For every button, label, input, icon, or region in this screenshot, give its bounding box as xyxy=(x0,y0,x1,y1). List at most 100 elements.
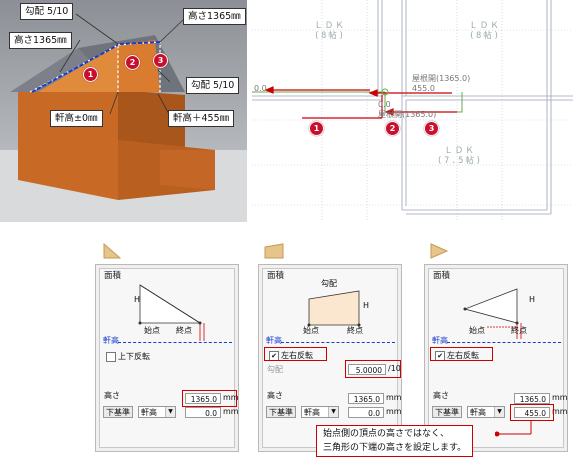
plan-roof-label-1: 屋根開(1365.0) xyxy=(412,74,471,83)
render-badge-3: 3 xyxy=(153,53,168,68)
height-input[interactable]: 1365.0 xyxy=(185,393,221,404)
flip-highlight xyxy=(264,347,327,361)
offset-input[interactable]: 0.0 xyxy=(348,407,384,418)
slope-unit: /10 xyxy=(388,364,401,373)
flip-highlight xyxy=(430,347,493,361)
room-name: ＬＤＫ xyxy=(469,21,501,31)
diagram-h: H xyxy=(363,301,370,310)
base-combo[interactable]: 軒高 ▼ xyxy=(301,406,339,418)
room-label-top-right: ＬＤＫ (8帖) xyxy=(455,21,515,41)
offset-input[interactable]: 0.0 xyxy=(185,407,221,418)
room-name: ＬＤＫ xyxy=(444,146,476,156)
explanation-note: 始点側の頂点の高さではなく、 三角形の下端の高さを設定します。 xyxy=(316,425,474,457)
chevron-down-icon[interactable]: ▼ xyxy=(165,407,175,417)
height-unit: mm xyxy=(223,393,239,402)
offset-highlight xyxy=(510,404,554,421)
base-combo[interactable]: 軒高 ▼ xyxy=(467,406,505,418)
diagram-h: H xyxy=(134,295,141,304)
base-button[interactable]: 下基準 xyxy=(432,406,462,418)
callout-eave-plus: 軒高＋455㎜ xyxy=(168,110,235,127)
flip-vertical-checkbox[interactable] xyxy=(106,352,116,362)
section-title: 面積 xyxy=(104,271,122,281)
height-label: 高さ xyxy=(267,391,283,400)
height-unit: mm xyxy=(386,393,402,402)
chevron-down-icon[interactable]: ▼ xyxy=(328,407,338,417)
base-combo-value: 軒高 xyxy=(470,408,486,417)
callout-eave-zero: 軒高±0㎜ xyxy=(50,110,103,127)
plan-zero-label-b: 0.0 xyxy=(378,100,391,109)
triangle-diagram xyxy=(463,288,522,339)
offset-unit: mm xyxy=(223,407,239,416)
height-input[interactable]: 1365.0 xyxy=(514,393,550,404)
settings-panel-1: 面積 H 始点 終点 軒高 上下反転 高さ 1365.0 mm 下基準 軒高 ▼… xyxy=(95,264,239,452)
base-button[interactable]: 下基準 xyxy=(103,406,133,418)
base-combo-value: 軒高 xyxy=(141,408,157,417)
panel-inner xyxy=(99,268,235,448)
eave-label: 軒高 xyxy=(432,336,448,345)
height-label: 高さ xyxy=(433,391,449,400)
callout-height-left: 高さ1365㎜ xyxy=(9,32,72,49)
flip-horizontal-label: 左右反転 xyxy=(447,351,479,360)
flip-vertical-label: 上下反転 xyxy=(118,352,150,361)
base-combo[interactable]: 軒高 ▼ xyxy=(138,406,176,418)
eave-label: 軒高 xyxy=(266,336,282,345)
settings-panel-3: 面積 H 始点 終点 軒高 ✔ 左右反転 高さ 1365.0 mm 下基準 軒高… xyxy=(424,264,568,452)
render-badge-2: 2 xyxy=(125,55,140,70)
slope-highlight xyxy=(345,360,401,378)
start-point-label: 始点 xyxy=(144,326,160,335)
eave-line xyxy=(447,342,561,343)
height-highlight xyxy=(182,390,237,407)
height-input[interactable]: 1365.0 xyxy=(348,393,384,404)
base-combo-value: 軒高 xyxy=(304,408,320,417)
settings-panel-2: 面積 勾配 H 始点 終点 軒高 ✔ 左右反転 勾配 5.0000 /10 高さ… xyxy=(258,264,402,452)
room-size: (7.5帖) xyxy=(436,156,484,166)
height-unit: mm xyxy=(552,393,568,402)
triangle-diagram xyxy=(138,284,205,341)
offset-unit: mm xyxy=(552,407,568,416)
plan-badge-2: 2 xyxy=(385,121,400,136)
diagram-slope: 勾配 xyxy=(321,279,337,288)
plan-zero-label-a: 0.0 xyxy=(254,84,267,93)
eave-line xyxy=(118,342,232,343)
offset-unit: mm xyxy=(386,407,402,416)
end-point-label: 終点 xyxy=(511,326,527,335)
note-line-2: 三角形の下端の高さを設定します。 xyxy=(323,443,467,453)
end-point-label: 終点 xyxy=(347,326,363,335)
slope-input[interactable]: 5.0000 xyxy=(348,364,386,375)
shape-icon-trapezoid[interactable] xyxy=(264,243,284,259)
floor-plan xyxy=(252,0,573,222)
note-connector xyxy=(495,420,532,437)
callout-height-right: 高さ1365㎜ xyxy=(183,8,246,25)
height-label: 高さ xyxy=(104,391,120,400)
shape-icon-triangle-left[interactable] xyxy=(103,243,121,259)
room-size: (8帖) xyxy=(469,31,501,41)
diagram-h: H xyxy=(529,295,536,304)
trapezoid-diagram xyxy=(307,290,361,327)
eave-line xyxy=(281,342,395,343)
render-badge-1: 1 xyxy=(83,67,98,82)
offset-input[interactable]: 455.0 xyxy=(514,407,550,418)
room-label-bottom: ＬＤＫ (7.5帖) xyxy=(430,146,490,166)
shape-icon-triangle-right[interactable] xyxy=(430,243,448,259)
chevron-down-icon[interactable]: ▼ xyxy=(494,407,504,417)
plan-badge-1: 1 xyxy=(309,121,324,136)
plan-roof-label-1-value: 455.0 xyxy=(412,84,435,93)
room-name: ＬＤＫ xyxy=(314,21,346,31)
flip-horizontal-label: 左右反転 xyxy=(281,351,313,360)
start-point-label: 始点 xyxy=(469,326,485,335)
room-size: (8帖) xyxy=(314,31,346,41)
section-title: 面積 xyxy=(433,271,451,281)
start-point-label: 始点 xyxy=(303,326,319,335)
base-button[interactable]: 下基準 xyxy=(266,406,296,418)
callout-slope-top: 勾配 5/10 xyxy=(20,3,74,20)
section-title: 面積 xyxy=(267,271,285,281)
slope-label: 勾配 xyxy=(267,365,283,374)
callout-slope-right: 勾配 5/10 xyxy=(186,77,240,94)
room-label-top-left: ＬＤＫ (8帖) xyxy=(300,21,360,41)
eave-label: 軒高 xyxy=(103,336,119,345)
end-point-label: 終点 xyxy=(176,326,192,335)
plan-badge-3: 3 xyxy=(424,121,439,136)
plan-roof-label-2: 屋根開(1365.0) xyxy=(378,110,437,119)
floor-plan-svg xyxy=(252,0,573,222)
note-line-1: 始点側の頂点の高さではなく、 xyxy=(323,429,450,439)
